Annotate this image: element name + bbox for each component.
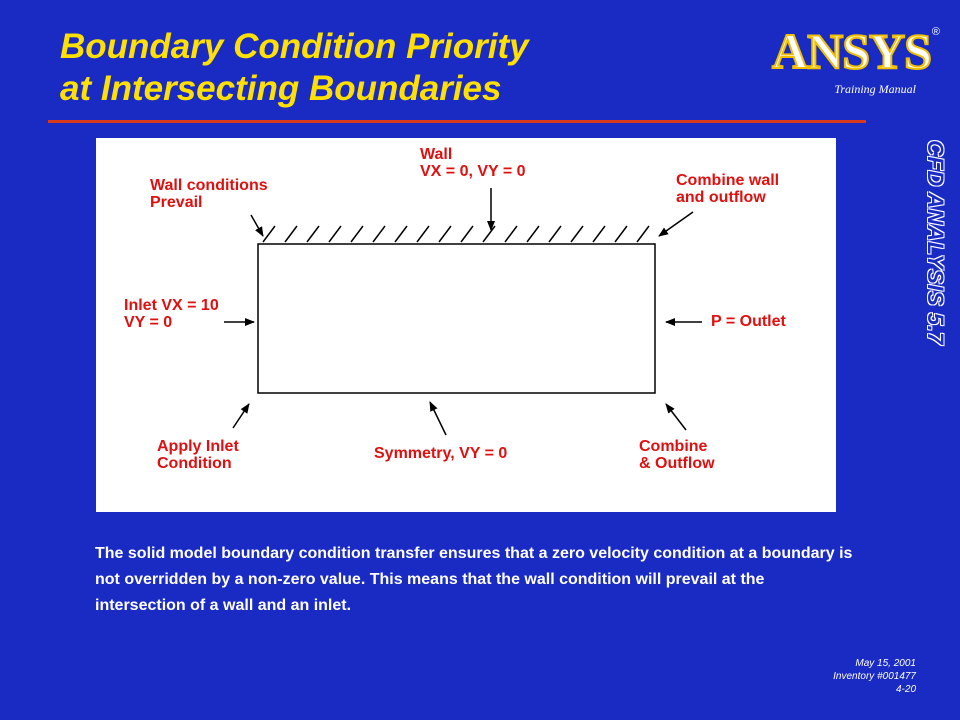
hatch-mark bbox=[548, 225, 562, 243]
side-course-label: CFD ANALYSIS 5.7 bbox=[923, 140, 948, 345]
logo-wordmark: ANSYS bbox=[771, 22, 933, 80]
label-wall-conditions: Wall conditions Prevail bbox=[150, 177, 268, 211]
arrow-wall-conditions bbox=[250, 214, 264, 237]
hatch-mark bbox=[438, 225, 452, 243]
title-line-2: at Intersecting Boundaries bbox=[60, 69, 502, 108]
label-symmetry: Symmetry, VY = 0 bbox=[374, 445, 508, 462]
hatch-mark bbox=[526, 225, 540, 243]
hatch-mark bbox=[284, 225, 298, 243]
training-manual-label: Training Manual bbox=[834, 82, 916, 96]
slide-title: Boundary Condition Priority at Intersect… bbox=[60, 26, 529, 110]
explanation-paragraph: The solid model boundary condition trans… bbox=[95, 545, 853, 614]
hatch-mark bbox=[504, 225, 518, 243]
boundary-diagram: Wall VX = 0, VY = 0 Wall conditions Prev… bbox=[96, 138, 836, 512]
hatch-mark bbox=[262, 225, 276, 243]
arrow-symmetry bbox=[429, 401, 447, 436]
footer-date: May 15, 2001 bbox=[855, 658, 916, 669]
wall-hatching bbox=[262, 225, 650, 243]
label-outlet: P = Outlet bbox=[711, 313, 786, 330]
hatch-mark bbox=[372, 225, 386, 243]
logo-registered-mark: ® bbox=[931, 26, 940, 38]
diagram-drawing bbox=[224, 188, 702, 436]
arrow-combine-outflow bbox=[665, 403, 687, 431]
domain-rectangle bbox=[257, 243, 656, 394]
label-combine-outflow: Combine & Outflow bbox=[639, 438, 715, 472]
hatch-mark bbox=[570, 225, 584, 243]
label-combine-wall: Combine wall and outflow bbox=[676, 172, 780, 206]
title-line-1: Boundary Condition Priority bbox=[60, 27, 529, 66]
hatch-mark bbox=[614, 225, 628, 243]
hatch-mark bbox=[460, 225, 474, 243]
hatch-mark bbox=[306, 225, 320, 243]
hatch-mark bbox=[350, 225, 364, 243]
title-underline bbox=[48, 120, 866, 123]
hatch-mark bbox=[592, 225, 606, 243]
hatch-mark bbox=[636, 225, 650, 243]
label-apply-inlet: Apply Inlet Condition bbox=[157, 438, 239, 472]
arrow-combine-wall bbox=[658, 211, 694, 237]
footer-page-number: 4-20 bbox=[895, 684, 916, 695]
ansys-logo: ANSYS ® bbox=[771, 22, 948, 80]
hatch-mark bbox=[328, 225, 342, 243]
label-inlet: Inlet VX = 10 VY = 0 bbox=[124, 297, 219, 331]
hatch-mark bbox=[416, 225, 430, 243]
hatch-mark bbox=[482, 225, 496, 243]
arrow-apply-inlet bbox=[232, 403, 250, 429]
footer-inventory: Inventory #001477 bbox=[833, 671, 916, 682]
slide-footer: May 15, 2001 Inventory #001477 4-20 bbox=[833, 657, 916, 696]
hatch-mark bbox=[394, 225, 408, 243]
label-wall-top: Wall VX = 0, VY = 0 bbox=[420, 146, 526, 180]
